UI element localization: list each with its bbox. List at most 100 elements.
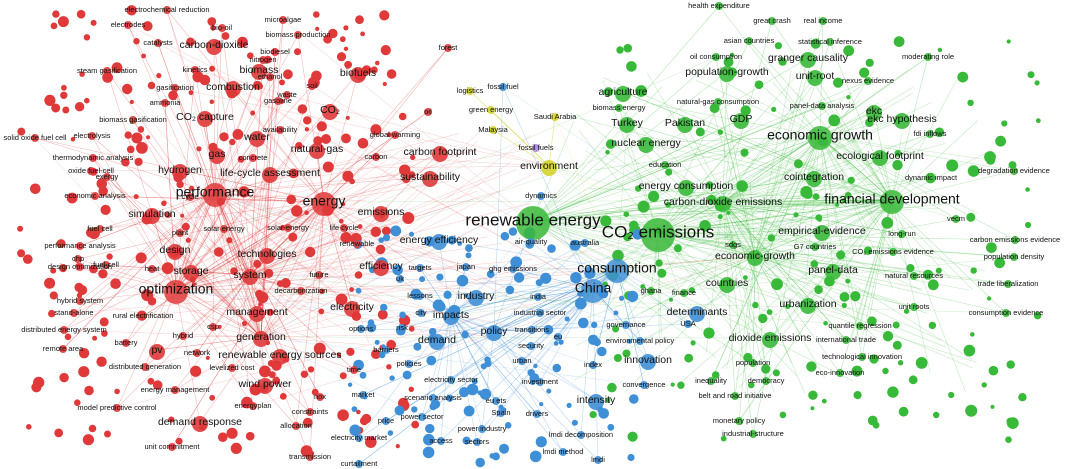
keyword-node[interactable]	[59, 345, 67, 353]
keyword-node[interactable]	[866, 105, 882, 121]
keyword-node[interactable]	[729, 241, 737, 249]
keyword-node[interactable]	[197, 111, 213, 127]
keyword-node[interactable]	[594, 456, 602, 464]
keyword-node[interactable]	[856, 322, 864, 330]
keyword-node[interactable]	[192, 416, 208, 432]
keyword-node[interactable]	[719, 277, 735, 293]
keyword-node[interactable]	[487, 106, 495, 114]
keyword-node[interactable]	[251, 64, 267, 80]
keyword-node[interactable]	[836, 369, 844, 377]
keyword-node[interactable]	[103, 67, 111, 75]
keyword-node[interactable]	[359, 391, 367, 399]
keyword-node[interactable]	[322, 104, 338, 120]
keyword-node[interactable]	[203, 183, 227, 207]
keyword-node[interactable]	[350, 366, 358, 374]
keyword-node[interactable]	[355, 434, 363, 442]
keyword-node[interactable]	[163, 6, 171, 14]
keyword-node[interactable]	[149, 344, 165, 360]
keyword-node[interactable]	[297, 287, 305, 295]
keyword-node[interactable]	[167, 244, 183, 260]
keyword-node[interactable]	[536, 309, 544, 317]
keyword-node[interactable]	[910, 272, 918, 280]
keyword-node[interactable]	[206, 39, 222, 55]
keyword-node[interactable]	[808, 126, 832, 150]
keyword-node[interactable]	[589, 361, 597, 369]
keyword-node[interactable]	[283, 91, 291, 99]
keyword-node[interactable]	[416, 264, 424, 272]
keyword-node[interactable]	[814, 225, 830, 241]
keyword-node[interactable]	[124, 21, 132, 29]
keyword-node[interactable]	[373, 260, 389, 276]
keyword-node[interactable]	[680, 289, 688, 297]
keyword-node[interactable]	[745, 37, 753, 45]
keyword-node[interactable]	[429, 394, 437, 402]
keyword-node[interactable]	[96, 225, 104, 233]
keyword-node[interactable]	[559, 448, 567, 456]
keyword-node[interactable]	[309, 143, 325, 159]
keyword-node[interactable]	[76, 297, 84, 305]
keyword-node[interactable]	[443, 309, 459, 325]
keyword-node[interactable]	[271, 48, 279, 56]
keyword-node[interactable]	[253, 331, 269, 347]
keyword-node[interactable]	[622, 321, 630, 329]
keyword-node[interactable]	[661, 161, 669, 169]
keyword-node[interactable]	[533, 410, 541, 418]
keyword-node[interactable]	[678, 180, 694, 196]
keyword-node[interactable]	[636, 337, 644, 345]
keyword-node[interactable]	[74, 255, 82, 263]
keyword-node[interactable]	[489, 126, 497, 134]
keyword-node[interactable]	[141, 363, 149, 371]
keyword-node[interactable]	[641, 218, 675, 252]
keyword-node[interactable]	[154, 39, 162, 47]
keyword-node[interactable]	[497, 409, 505, 417]
keyword-node[interactable]	[747, 250, 763, 266]
keyword-node[interactable]	[534, 293, 542, 301]
keyword-node[interactable]	[825, 264, 841, 280]
keyword-node[interactable]	[122, 339, 130, 347]
keyword-node[interactable]	[733, 113, 749, 129]
keyword-node[interactable]	[615, 86, 631, 102]
keyword-node[interactable]	[353, 240, 361, 248]
keyword-node[interactable]	[462, 263, 470, 271]
keyword-node[interactable]	[762, 377, 770, 385]
keyword-node[interactable]	[225, 81, 241, 97]
keyword-node[interactable]	[927, 174, 935, 182]
keyword-node[interactable]	[640, 354, 656, 370]
keyword-node[interactable]	[422, 171, 438, 187]
keyword-node[interactable]	[486, 325, 502, 341]
keyword-node[interactable]	[228, 364, 236, 372]
keyword-node[interactable]	[102, 261, 110, 269]
keyword-node[interactable]	[509, 265, 517, 273]
keyword-node[interactable]	[372, 153, 380, 161]
keyword-node[interactable]	[647, 287, 655, 295]
keyword-node[interactable]	[186, 193, 194, 201]
keyword-node[interactable]	[398, 324, 406, 332]
keyword-node[interactable]	[171, 84, 179, 92]
keyword-node[interactable]	[306, 408, 314, 416]
keyword-node[interactable]	[588, 394, 604, 410]
keyword-node[interactable]	[172, 164, 188, 180]
keyword-node[interactable]	[373, 206, 389, 222]
keyword-node[interactable]	[418, 413, 426, 421]
keyword-node[interactable]	[536, 378, 544, 386]
keyword-node[interactable]	[249, 306, 265, 322]
keyword-node[interactable]	[537, 192, 545, 200]
keyword-node[interactable]	[952, 215, 960, 223]
keyword-node[interactable]	[276, 126, 284, 134]
keyword-node[interactable]	[316, 393, 324, 401]
keyword-node[interactable]	[266, 73, 274, 81]
keyword-node[interactable]	[382, 417, 390, 425]
keyword-node[interactable]	[768, 17, 776, 25]
keyword-node[interactable]	[144, 208, 160, 224]
keyword-node[interactable]	[292, 422, 300, 430]
keyword-node[interactable]	[806, 171, 822, 187]
keyword-node[interactable]	[800, 52, 816, 68]
keyword-node[interactable]	[259, 248, 275, 264]
keyword-node[interactable]	[818, 102, 826, 110]
keyword-node[interactable]	[76, 242, 84, 250]
keyword-node[interactable]	[581, 279, 605, 303]
keyword-node[interactable]	[864, 77, 872, 85]
keyword-node[interactable]	[605, 259, 629, 283]
keyword-node[interactable]	[894, 113, 910, 129]
keyword-node[interactable]	[284, 224, 292, 232]
